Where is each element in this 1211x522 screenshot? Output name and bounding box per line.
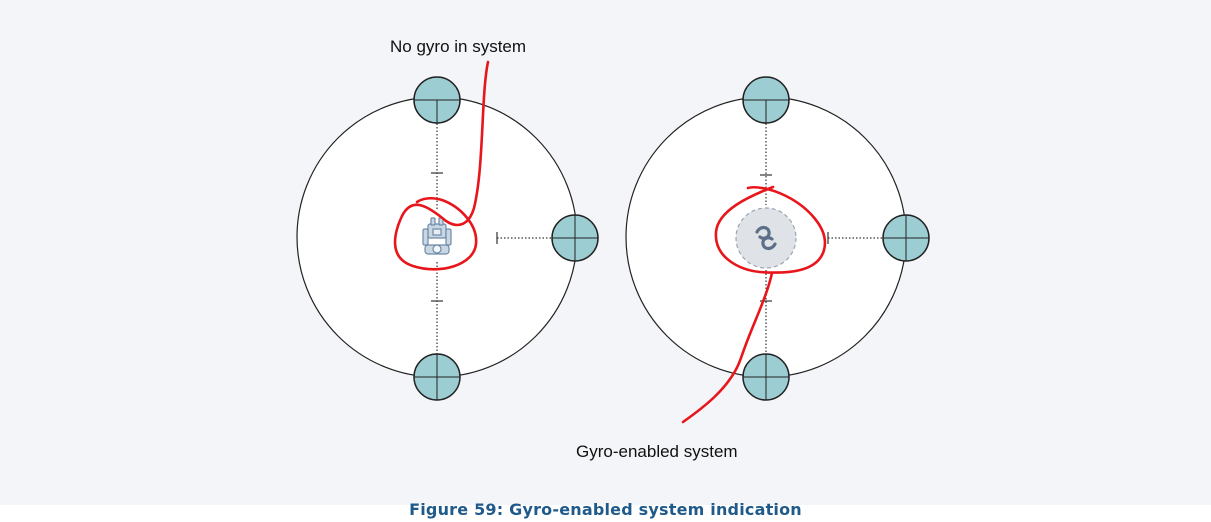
right-sensor-right bbox=[882, 214, 930, 262]
right-system: Gyro-enabled system bbox=[576, 76, 930, 461]
no-gyro-label: No gyro in system bbox=[390, 37, 526, 56]
right-sensor-bottom bbox=[742, 353, 790, 401]
left-sensor-bottom bbox=[413, 353, 461, 401]
left-sensor-top bbox=[413, 76, 461, 124]
gyro-enabled-highlight-loop bbox=[681, 185, 827, 424]
robot-device-icon bbox=[422, 217, 452, 255]
figure-caption: Figure 59: Gyro-enabled system indicatio… bbox=[409, 500, 802, 519]
no-gyro-highlight-loop bbox=[393, 60, 490, 271]
diagram-panel bbox=[0, 0, 1211, 505]
left-sensor-right bbox=[551, 214, 599, 262]
gyro-enabled-label: Gyro-enabled system bbox=[576, 442, 738, 461]
right-sensor-top bbox=[742, 76, 790, 124]
gyro-link-icon bbox=[755, 225, 777, 251]
left-system: No gyro in system bbox=[296, 37, 599, 401]
